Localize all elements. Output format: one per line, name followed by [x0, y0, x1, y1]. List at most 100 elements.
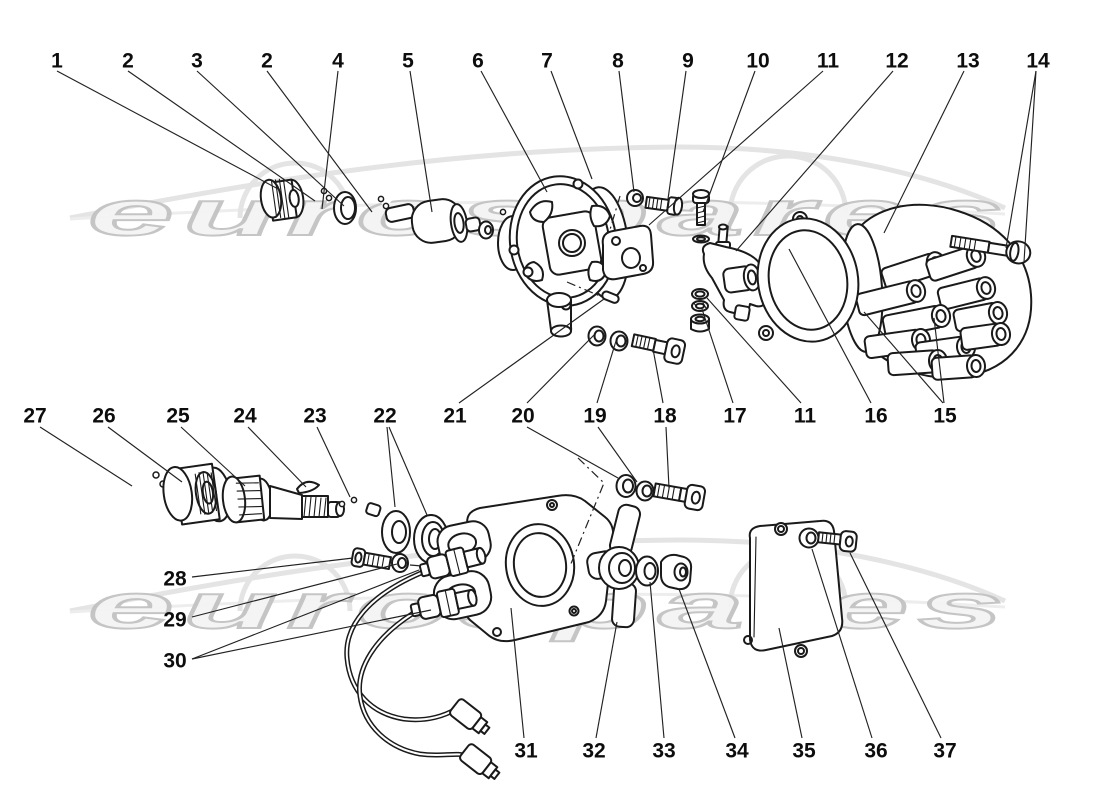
woodruff-key — [296, 480, 320, 494]
leader-line-4 — [321, 70, 339, 210]
part-callout-top_row-4: 4 — [332, 50, 344, 73]
stud-bolt-vertical — [692, 189, 710, 244]
leader-line-20 — [526, 426, 619, 479]
part-callout-bottom_row-37: 37 — [933, 740, 956, 763]
part-callout-mid_row-16: 16 — [864, 405, 887, 428]
leader-line-18 — [665, 426, 670, 489]
leader-line-2 — [127, 70, 316, 202]
part-callout-mid_row-17: 17 — [723, 405, 746, 428]
trigger-rotor-star — [586, 503, 642, 629]
leader-line-11 — [706, 297, 802, 404]
washer-pair-upper — [587, 325, 629, 352]
seal-ring-small — [635, 555, 659, 587]
spacer-ring — [333, 191, 357, 225]
part-callout-bottom_row-35: 35 — [792, 740, 816, 763]
socket-bolt-upper — [630, 333, 687, 365]
part-callout-bottom_row-33: 33 — [652, 740, 675, 763]
part-callout-mid_row-27: 27 — [23, 405, 46, 428]
part-callout-mid_row-24: 24 — [233, 405, 257, 428]
washer-small — [626, 189, 644, 207]
gasket-plate — [601, 224, 655, 281]
needle-bearing — [162, 462, 232, 526]
leader-line-6 — [480, 70, 548, 193]
axis-line-sensor-bolt — [409, 564, 423, 567]
leader-line-14 — [1023, 70, 1037, 263]
part-callout-top_row-9: 9 — [682, 50, 694, 73]
part-callout-left_col-30: 30 — [163, 650, 186, 673]
part-callout-left_col-29: 29 — [163, 609, 186, 632]
leader-line-22 — [388, 426, 428, 516]
part-callout-top_row-3: 3 — [191, 50, 203, 73]
leader-line-21 — [458, 298, 605, 404]
leader-line-19 — [596, 340, 617, 404]
hex-bolt-short — [644, 195, 684, 216]
shaft-nut — [660, 553, 693, 591]
part-callout-top_row-13: 13 — [956, 50, 979, 73]
leader-line-5 — [409, 70, 433, 213]
leader-line-2 — [266, 70, 373, 213]
part-callout-bottom_row-31: 31 — [514, 740, 538, 763]
part-callout-bottom_row-32: 32 — [582, 740, 605, 763]
socket-bolt-lower — [652, 482, 707, 512]
cap-towers — [855, 244, 1012, 381]
leader-line-10 — [702, 70, 756, 213]
part-callout-top_row-2: 2 — [261, 50, 273, 73]
axis-line-gasket — [608, 195, 621, 234]
part-callout-bottom_row-34: 34 — [725, 740, 749, 763]
callout-leader-lines — [39, 70, 1037, 739]
leader-line-17 — [701, 308, 734, 404]
cover-bolt — [816, 530, 858, 553]
part-callout-top_row-2: 2 — [122, 50, 134, 73]
sensor-bolt-washer — [391, 553, 409, 573]
part-callout-top_row-14: 14 — [1026, 50, 1050, 73]
leader-line-37 — [849, 552, 942, 739]
leader-line-33 — [649, 581, 665, 739]
drive-coupling — [384, 198, 494, 244]
leader-line-29 — [191, 563, 398, 618]
leader-line-35 — [778, 627, 803, 739]
distributor-cap — [840, 203, 1033, 381]
leader-line-31 — [510, 607, 525, 739]
part-callout-top_row-1: 1 — [51, 50, 63, 73]
cable-connector-2 — [459, 743, 501, 780]
leader-line-12 — [735, 70, 894, 252]
leader-line-36 — [811, 548, 873, 739]
leader-line-23 — [316, 426, 351, 498]
part-callout-top_row-12: 12 — [885, 50, 908, 73]
leader-line-32 — [595, 621, 618, 739]
leader-line-14 — [1005, 70, 1037, 249]
sensor-bolt — [350, 547, 392, 571]
leader-line-24 — [247, 426, 307, 488]
leader-line-8 — [618, 70, 635, 193]
axis-line-pin — [566, 281, 601, 297]
cover-plate — [743, 519, 844, 658]
speed-sensors — [344, 546, 501, 780]
sensor-1 — [418, 546, 487, 580]
leader-line-11 — [648, 70, 824, 226]
distributor-drive-gear — [259, 178, 305, 222]
washer-pair-lower — [615, 474, 655, 502]
part-callout-mid_row-19: 19 — [583, 405, 606, 428]
leader-line-7 — [550, 70, 593, 180]
leader-line-19 — [597, 426, 638, 483]
part-callout-top_row-10: 10 — [746, 50, 769, 73]
part-callout-mid_row-18: 18 — [653, 405, 677, 428]
leader-line-22 — [386, 426, 396, 508]
leader-line-20 — [526, 334, 595, 404]
part-callout-mid_row-25: 25 — [166, 405, 190, 428]
shaft-key-small — [365, 502, 382, 518]
part-callout-top_row-7: 7 — [541, 50, 553, 73]
leader-line-9 — [667, 70, 687, 200]
part-callout-mid_row-15: 15 — [933, 405, 957, 428]
part-callout-mid_row-11: 11 — [794, 405, 817, 428]
cap-gasket-ring — [756, 211, 860, 343]
leader-line-30 — [191, 609, 432, 660]
part-callout-left_col-28: 28 — [163, 568, 187, 591]
leader-line-28 — [191, 557, 354, 578]
part-callout-top_row-6: 6 — [472, 50, 484, 73]
sensor-housing-body — [432, 494, 615, 643]
leader-line-1 — [56, 70, 281, 191]
